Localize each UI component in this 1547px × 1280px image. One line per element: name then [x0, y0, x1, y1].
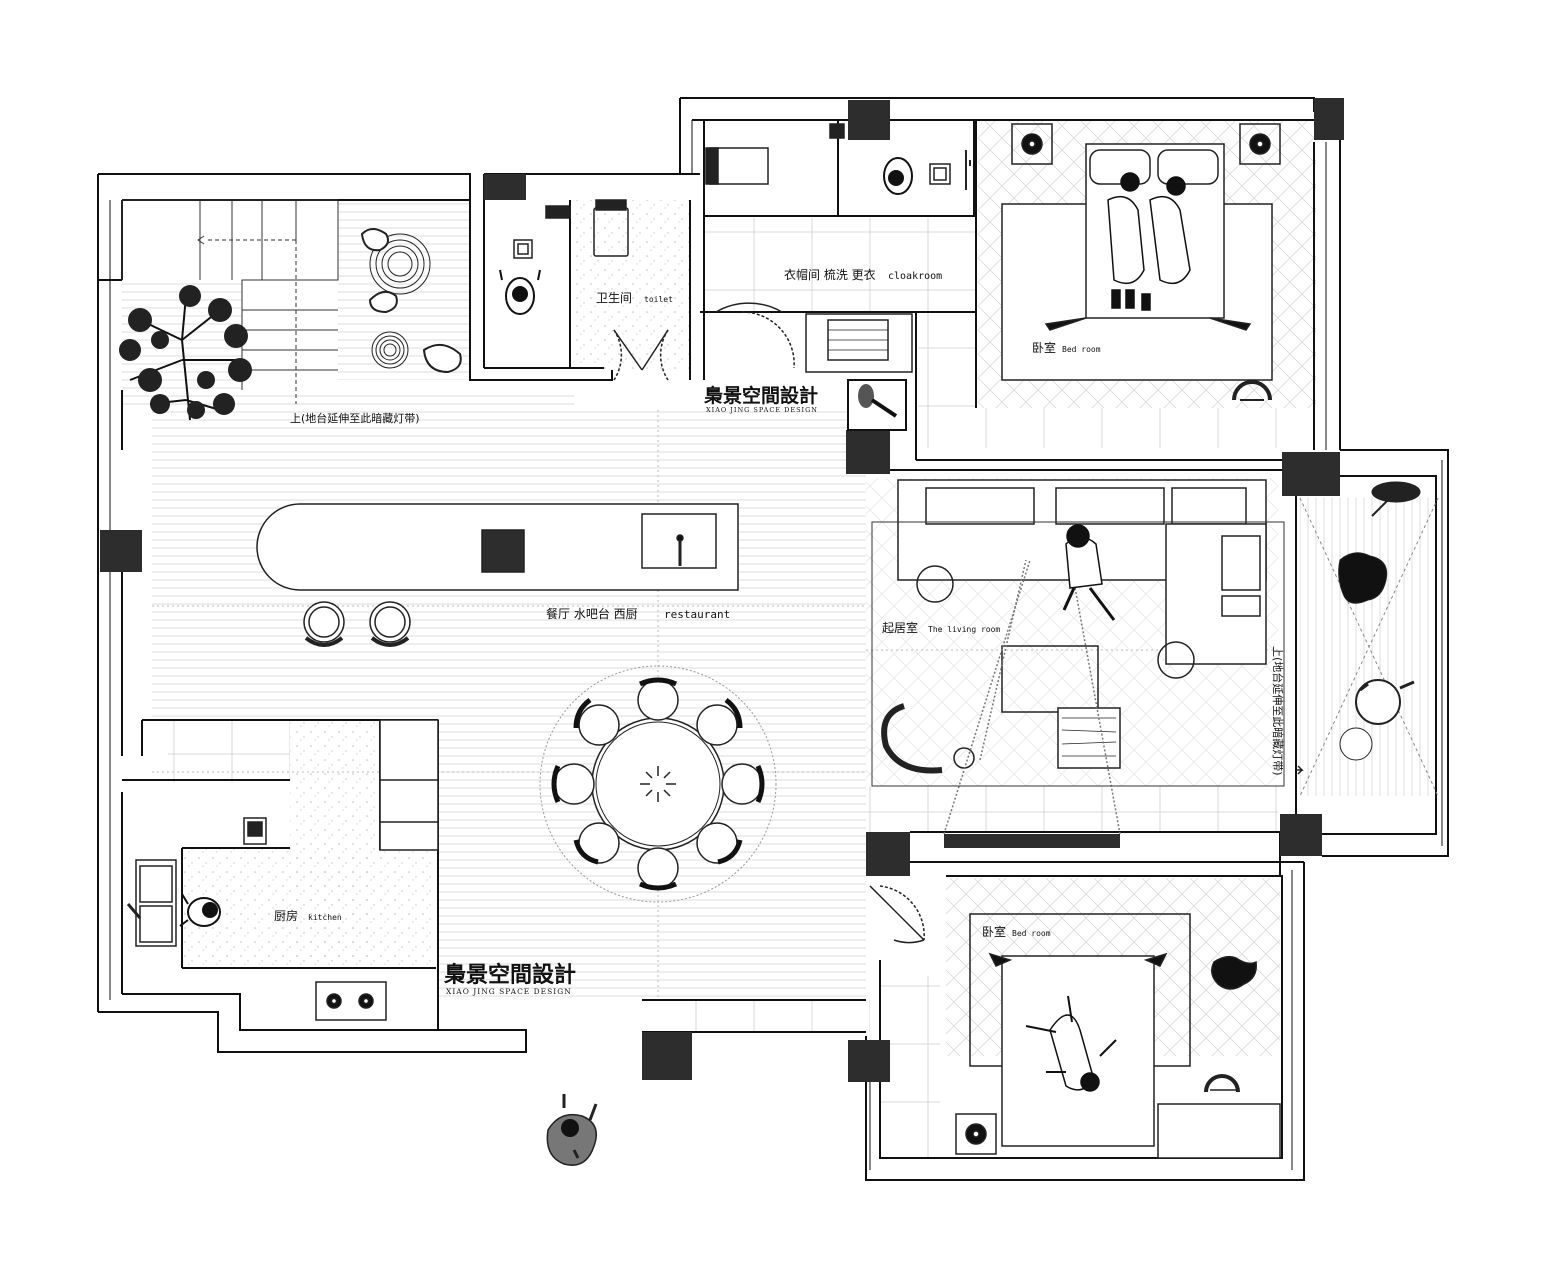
toilet-label-zh: 卫生间 [596, 291, 632, 305]
sofa [871, 479, 1285, 835]
brand-name: 梟景空間設計 [703, 384, 818, 407]
restaurant-label-en: restaurant [664, 608, 730, 621]
master-bedroom-label-zh: 卧室 [1032, 340, 1056, 355]
person-icon [546, 1094, 598, 1166]
second-bedroom-label-en: Bed room [1012, 929, 1051, 938]
person-icon [883, 157, 913, 195]
kitchen-label-zh: 厨房 [274, 908, 298, 923]
cloakroom-label-zh: 衣帽间 梳洗 更衣 [784, 267, 876, 282]
bar-stools [303, 601, 411, 647]
round-dining-table [539, 665, 777, 903]
person-icon [1107, 172, 1191, 311]
brand-subtitle: XIAO JING SPACE DESIGN [706, 406, 818, 414]
brand-watermark-bottom: 梟景空間設計 XIAO JING SPACE DESIGN [443, 962, 576, 996]
person-icon [1025, 995, 1117, 1092]
tree-icon [119, 285, 252, 421]
stair [121, 199, 339, 404]
toilet-fixtures [513, 199, 669, 381]
balcony-note-right: 上(地台延伸至此暗藏灯带) [1271, 646, 1285, 776]
cloakroom-label-en: cloakroom [888, 271, 942, 282]
room-labels: 卫生间 toilet 衣帽间 梳洗 更衣 cloakroom 卧室 Bed ro… [274, 267, 1285, 939]
brand-name: 梟景空間設計 [443, 962, 576, 988]
living-room-label-en: The living room [928, 625, 1000, 634]
brand-watermark-top: 梟景空間設計 XIAO JING SPACE DESIGN [703, 384, 818, 414]
living-room-label-zh: 起居室 [882, 620, 918, 635]
person-icon [1062, 524, 1116, 621]
second-bedroom-furniture [869, 885, 1281, 1159]
kitchen-fixtures [126, 719, 439, 1021]
toilet-label-en: toilet [644, 295, 673, 304]
zen-garden [360, 228, 462, 374]
floor-lamp [847, 379, 907, 431]
bar-counter [256, 503, 739, 591]
second-bedroom-label-zh: 卧室 [982, 924, 1006, 939]
restaurant-label-zh: 餐厅 水吧台 西厨 [546, 606, 638, 621]
person-icon [179, 893, 221, 927]
balcony-right [1296, 481, 1439, 797]
master-bedroom-label-en: Bed room [1062, 345, 1101, 354]
kitchen-label-en: kitchen [308, 913, 342, 922]
cloakroom-furniture [705, 123, 971, 373]
balcony-note-left: 上(地台延伸至此暗藏灯带) [290, 411, 420, 425]
brand-subtitle: XIAO JING SPACE DESIGN [446, 987, 572, 996]
person-icon [499, 269, 541, 315]
